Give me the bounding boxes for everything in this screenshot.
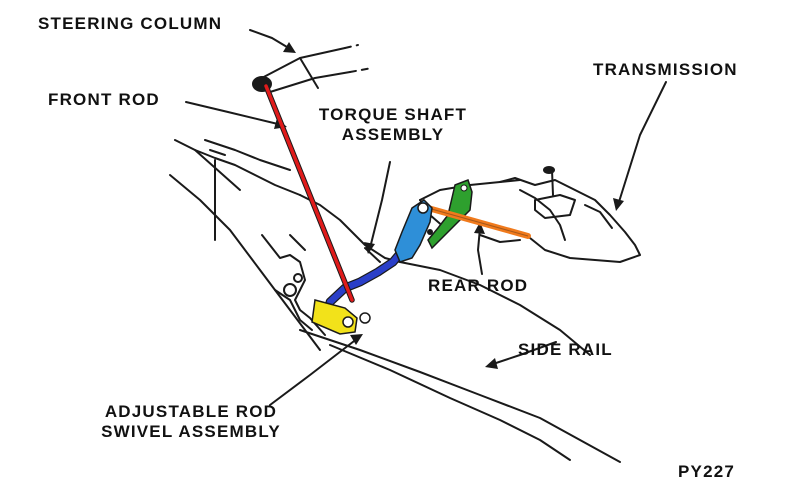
front-rod-label: FRONT ROD: [48, 90, 160, 109]
side-rail: [299, 261, 621, 463]
swivel-label-line1: ADJUSTABLE ROD: [104, 402, 278, 421]
adjustable-rod-swivel: [311, 299, 371, 335]
figure-code: PY227: [678, 462, 736, 481]
torque-shaft-label-line1: TORQUE SHAFT: [318, 105, 468, 124]
torque-shaft-lever: [394, 199, 433, 263]
rear-rod: [425, 205, 531, 239]
torque-shaft: [325, 245, 408, 307]
torque-shaft-label: TORQUE SHAFT ASSEMBLY: [318, 105, 468, 145]
floor-pan: [169, 139, 401, 351]
steering-column: [252, 44, 373, 93]
swivel-label-line2: SWIVEL ASSEMBLY: [101, 422, 281, 441]
transmission-label: TRANSMISSION: [593, 60, 738, 79]
side-rail-label: SIDE RAIL: [518, 340, 613, 359]
leader-lines: [185, 29, 667, 406]
swivel-assembly-label: ADJUSTABLE ROD SWIVEL ASSEMBLY: [96, 402, 286, 442]
rear-rod-label: REAR ROD: [428, 276, 529, 295]
steering-column-label: STEERING COLUMN: [38, 14, 223, 33]
front-rod: [263, 83, 355, 303]
torque-shaft-label-line2: ASSEMBLY: [341, 125, 445, 144]
